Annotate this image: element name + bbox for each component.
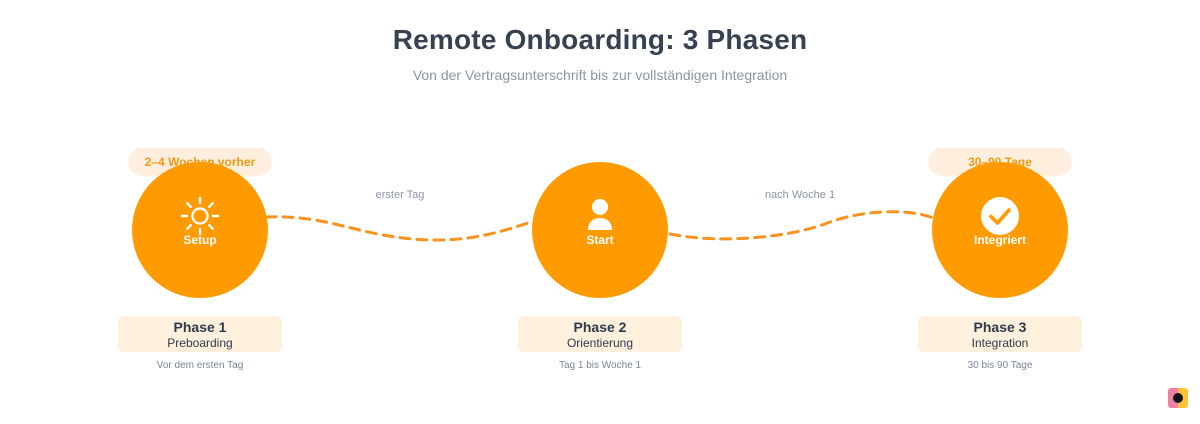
badge-dot: [1173, 393, 1183, 403]
phase-3-node-label: Integriert: [973, 233, 1026, 247]
phase-2-name: Orientierung: [566, 336, 634, 350]
page-title: Remote Onboarding: 3 Phasen: [392, 24, 808, 55]
person-icon: [588, 199, 612, 230]
sun-icon: [180, 196, 220, 236]
check-circle-icon: [981, 197, 1019, 235]
phase-3-title: Phase 3: [973, 319, 1027, 335]
phase-2-title: Phase 2: [573, 319, 627, 335]
phase-1-node-label: Setup: [183, 233, 217, 247]
connector-path-1: [264, 215, 534, 242]
phase-3-card: Phase 3 Integration: [918, 316, 1082, 352]
phase-2-node-label: Start: [586, 233, 614, 247]
phase-2-card: Phase 2 Orientierung: [518, 316, 682, 352]
connector-label-2: nach Woche 1: [764, 189, 836, 201]
phase-1-title: Phase 1: [173, 319, 227, 335]
page-subtitle: Von der Vertragsunterschrift bis zur vol…: [412, 67, 788, 83]
phase-3-name: Integration: [971, 336, 1029, 350]
phase-1-node: Setup: [132, 162, 268, 298]
phase-3-node: Integriert: [932, 162, 1068, 298]
corner-badge-icon[interactable]: [1168, 388, 1188, 408]
phase-3-description: 30 bis 90 Tage: [967, 360, 1033, 371]
phase-2-description: Tag 1 bis Woche 1: [558, 360, 642, 371]
phase-1-name: Preboarding: [167, 336, 233, 350]
connector-label-1: erster Tag: [375, 189, 425, 201]
connector-path-2: [668, 210, 935, 241]
phase-1-card: Phase 1 Preboarding: [118, 316, 282, 352]
phase-1-description: Vor dem ersten Tag: [156, 360, 244, 371]
phase-2-node: Start: [532, 162, 668, 298]
